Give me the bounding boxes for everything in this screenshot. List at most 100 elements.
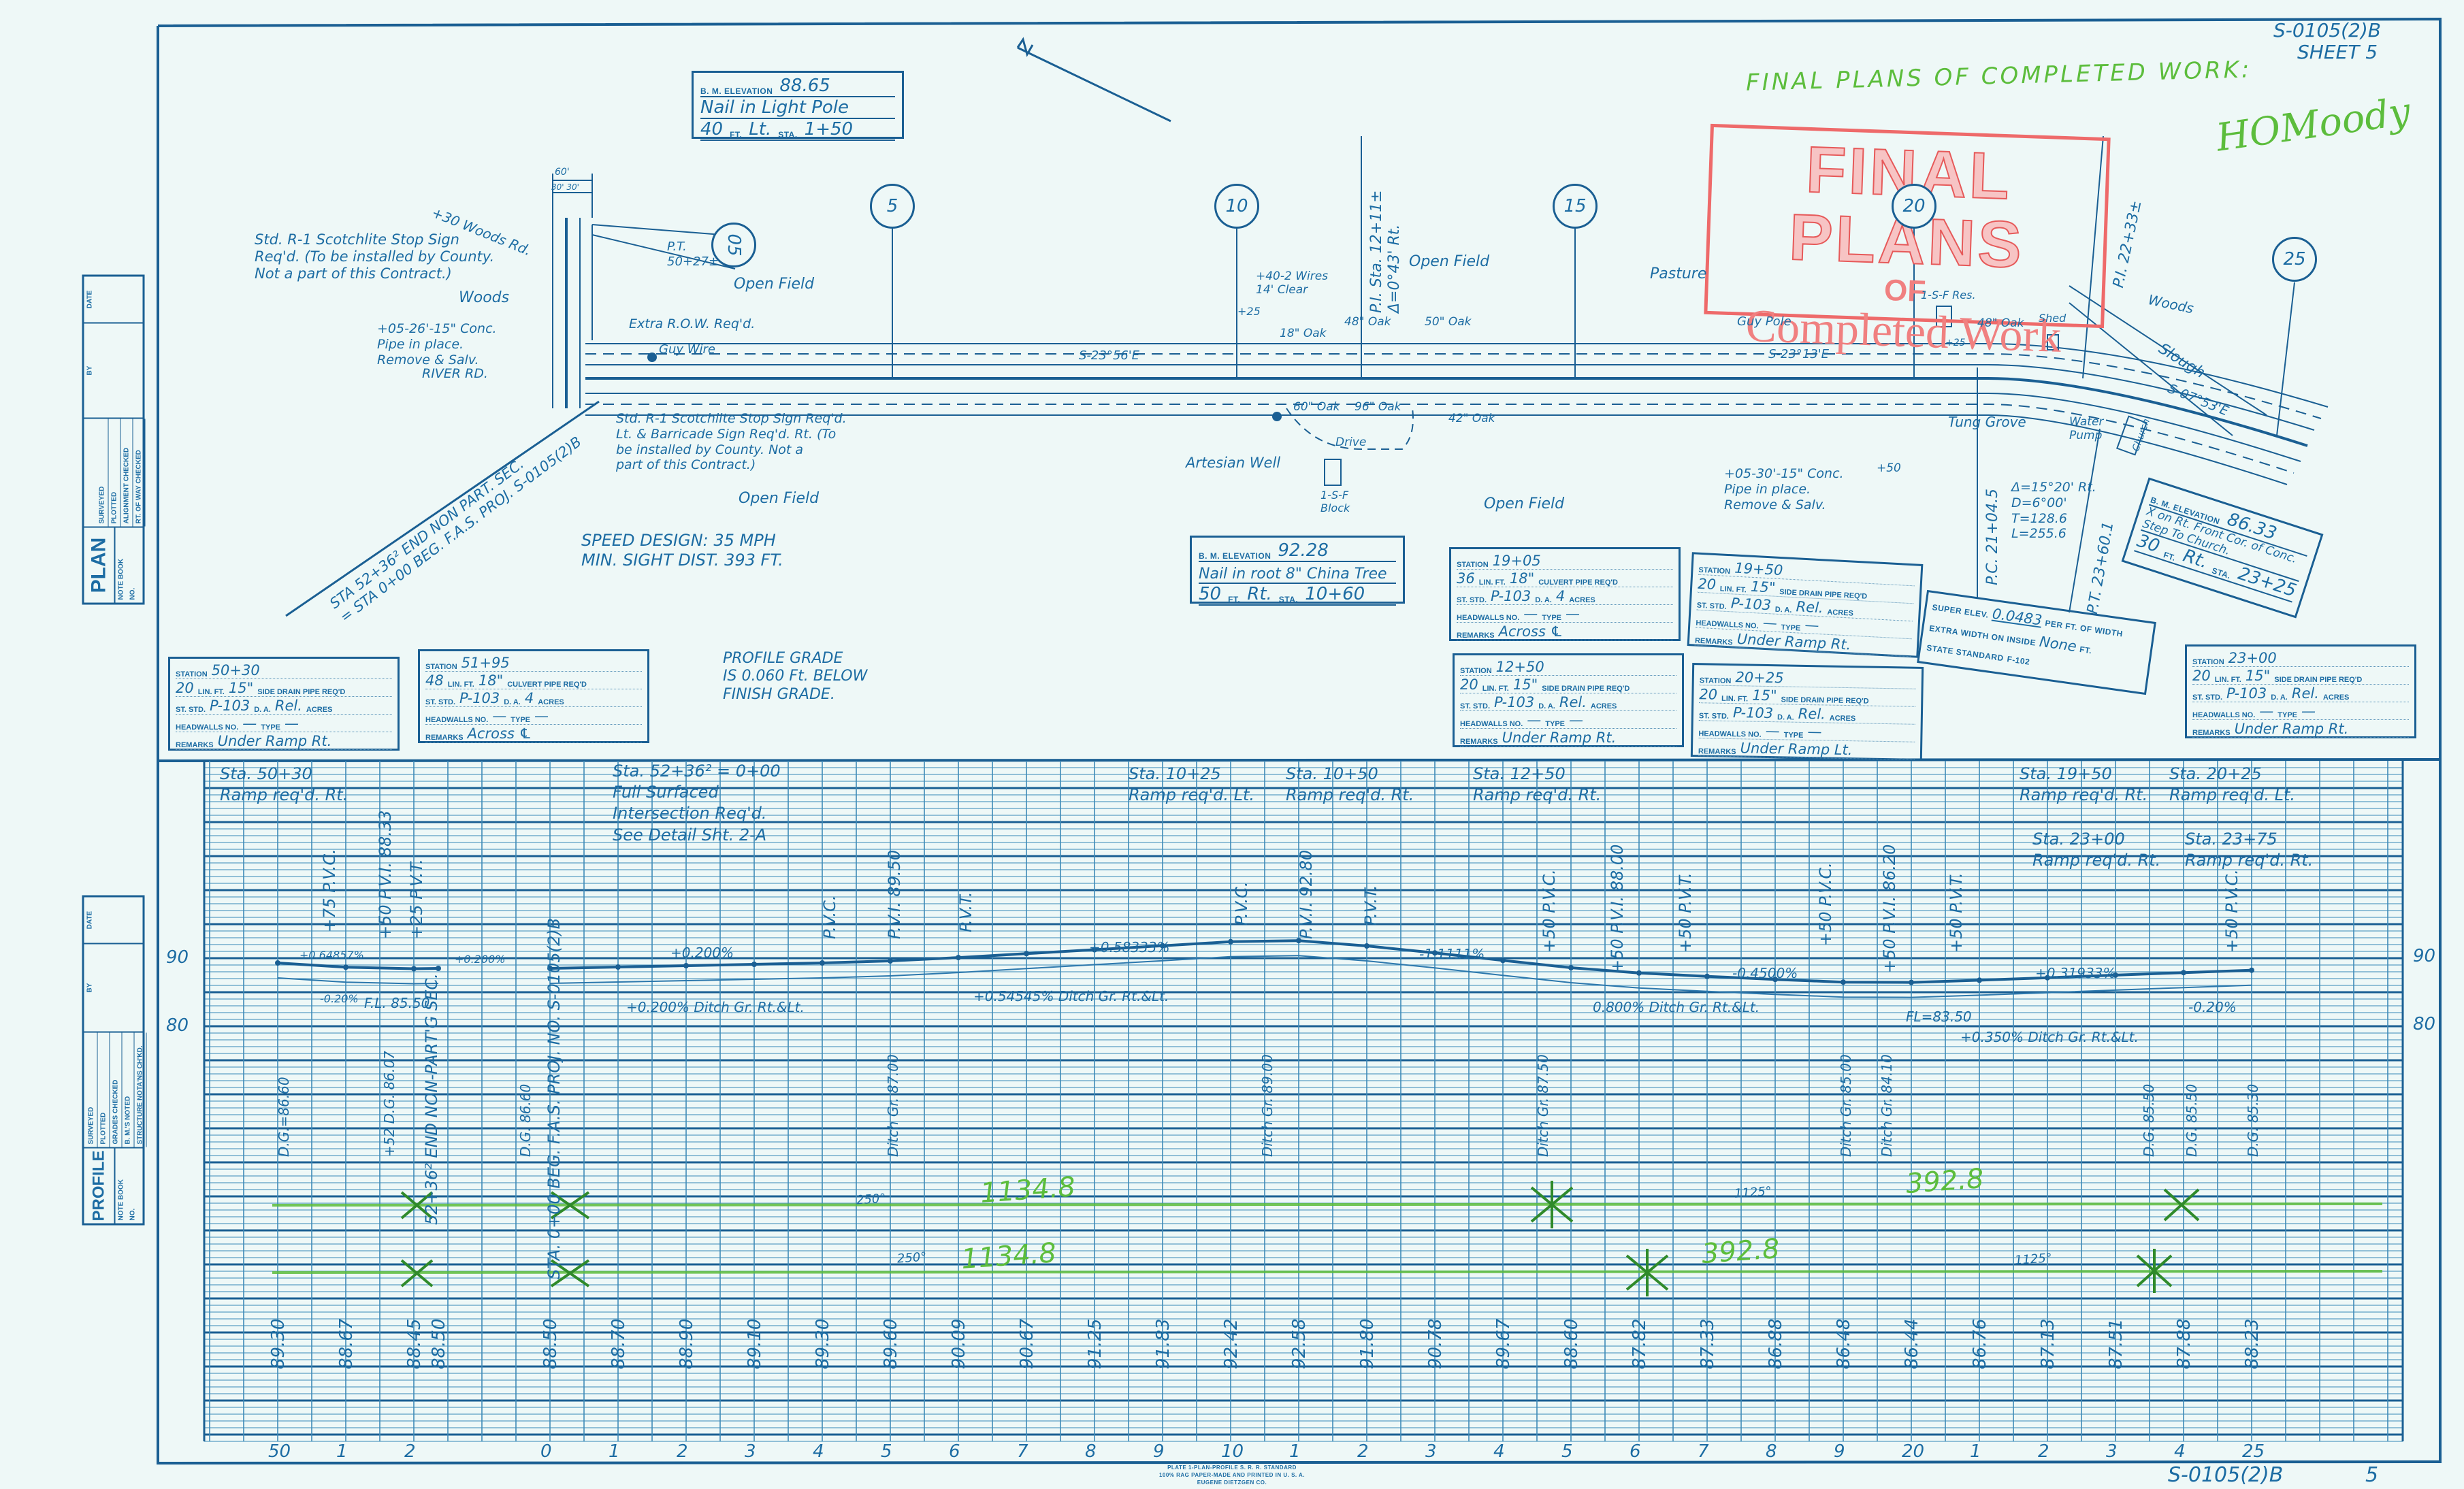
grade-point [2045,975,2050,981]
acres-label: ACRES [1590,702,1617,710]
type-label: TYPE [1542,614,1562,622]
profile-green-mark: 250° [896,1249,928,1266]
grade-label: +0.200% [670,945,734,961]
no-label: NO. [129,1208,137,1221]
station-marker-25: 25 [2272,237,2317,282]
grade-point [820,960,825,966]
bm-ft-label: FT. [2162,550,2177,563]
finish-grade-elevation: 88.45 [404,1318,425,1369]
headwalls-value: — [2259,703,2274,719]
ditch-grade-line [277,977,439,985]
length-value: 20 [1699,686,1718,703]
finish-grade-elevation: 92.42 [1221,1318,1242,1369]
finish-grade-elevation: 89.67 [1493,1318,1514,1369]
profile-vertical-label: P.V.C. [1232,881,1251,926]
type-value: — [285,715,299,732]
plan-note: Guy Pole [1737,314,1792,329]
grade-label: +0.54545% Ditch Gr. Rt.&Lt. [973,988,1169,1004]
ditch-grade-label: D.G.=86.60 [276,1077,292,1157]
station-axis-label: 8 [1085,1441,1097,1462]
station-axis-label: 5 [1561,1441,1573,1462]
grade-point [1841,979,1846,985]
shed [2047,334,2059,350]
st-std-value: P-103 [1491,588,1531,604]
plan-note: Drive [1335,436,1367,449]
grade-label: +0.200% Ditch Gr. Rt.&Lt. [626,999,805,1015]
grade-point [1500,958,1506,964]
acres-label: ACRES [1569,596,1595,604]
finish-grade-elevation: 88.50 [429,1318,449,1369]
grade-label: +0.64857% [299,949,364,962]
type-label: TYPE [261,723,281,732]
grade-point [1160,943,1165,949]
plan-note: 42" Oak [1448,412,1495,425]
grade-line [549,939,2252,984]
station-axis-label: 4 [813,1441,824,1462]
profile-vertical-label: +50 P.V.C. [1540,869,1559,953]
elev-label-80-right: 80 [2413,1014,2436,1034]
headwalls-value: — [242,715,257,732]
profile-vertical-label: +50 P.V.T. [1947,872,1966,953]
bm-offset: 50 [1199,584,1222,604]
st-std-value: P-103 [1732,704,1774,722]
grade-point [275,960,280,966]
profile-note: Sta. 10+25 Ramp req'd. Lt. [1129,764,1254,805]
finish-grade-elevation: 88.67 [336,1318,357,1369]
type-value: — [1566,606,1580,622]
profile-green-mark: 392.8 [1700,1233,1781,1270]
bm-label: B. M. ELEVATION [700,86,773,96]
profile-note: Sta. 52+36² = 0+00 Full Surfaced Interse… [613,762,781,845]
grade-label: +0.200% [455,953,506,966]
row-surveyed: SURVEYED [85,1032,98,1147]
profile-vertical-label: P.V.I. 89.50 [885,849,904,939]
plan-note: SPEED DESIGN: 35 MPH MIN. SIGHT DIST. 39… [581,531,783,570]
pipe-headwall-row: HEADWALLS NO.—TYPE— [176,715,392,732]
footer-project-number: S-0105(2)B [2168,1463,2284,1487]
station-axis-label: 7 [1017,1441,1028,1462]
station-label: STATION [1460,667,1492,675]
grade-label: +0.31933% [2035,965,2116,981]
plan-note: 1-S-F Block [1320,489,1350,515]
station-value: 12+50 [1495,659,1544,675]
station-axis-label: 10 [1221,1441,1244,1462]
bm-offset: 40 [700,119,724,140]
da-label: D. A. [254,706,271,714]
row-plotted: PLOTTED [108,419,121,527]
plan-note: Water Pump [2069,415,2104,443]
date-column: DATE [86,911,94,930]
st-std-label: ST. STD. [2192,693,2223,702]
plan-note: RIVER RD. [422,366,488,381]
profile-green-mark: 250° [856,1191,887,1208]
type-value: — [1807,723,1822,740]
headwalls-value: — [1762,614,1778,632]
station-axis-label: 4 [2174,1441,2186,1462]
remarks-label: REMARKS [425,734,464,742]
station-marker-20: 20 [1892,184,1936,229]
length-value: 20 [1460,676,1478,693]
grade-point [1636,970,1642,976]
size-value: 15" [1750,578,1777,596]
station-value: 50+30 [211,662,260,678]
finish-grade-elevation: 91.25 [1085,1318,1105,1369]
block-house [1324,459,1342,486]
ditch-grade-label: D.G. 85.50 [2184,1083,2200,1157]
remarks-label: REMARKS [2192,729,2231,737]
station-value: 19+50 [1734,559,1783,579]
da-value: 4 [1555,588,1566,604]
sheet-number: SHEET 5 [2297,41,2378,63]
st-std-value: P-103 [210,698,250,714]
da-value: Rel. [1796,598,1824,617]
station-axis-label: 7 [1698,1441,1709,1462]
headwalls-label: HEADWALLS NO. [1698,730,1762,739]
profile-vertical-label: +50 P.V.I. 88.00 [1608,844,1627,973]
grade-point [1568,965,1574,970]
note-book-label: NOTE BOOK [117,1179,125,1221]
finish-grade-elevation: 87.51 [2106,1318,2126,1369]
da-value: Rel. [1798,705,1826,723]
